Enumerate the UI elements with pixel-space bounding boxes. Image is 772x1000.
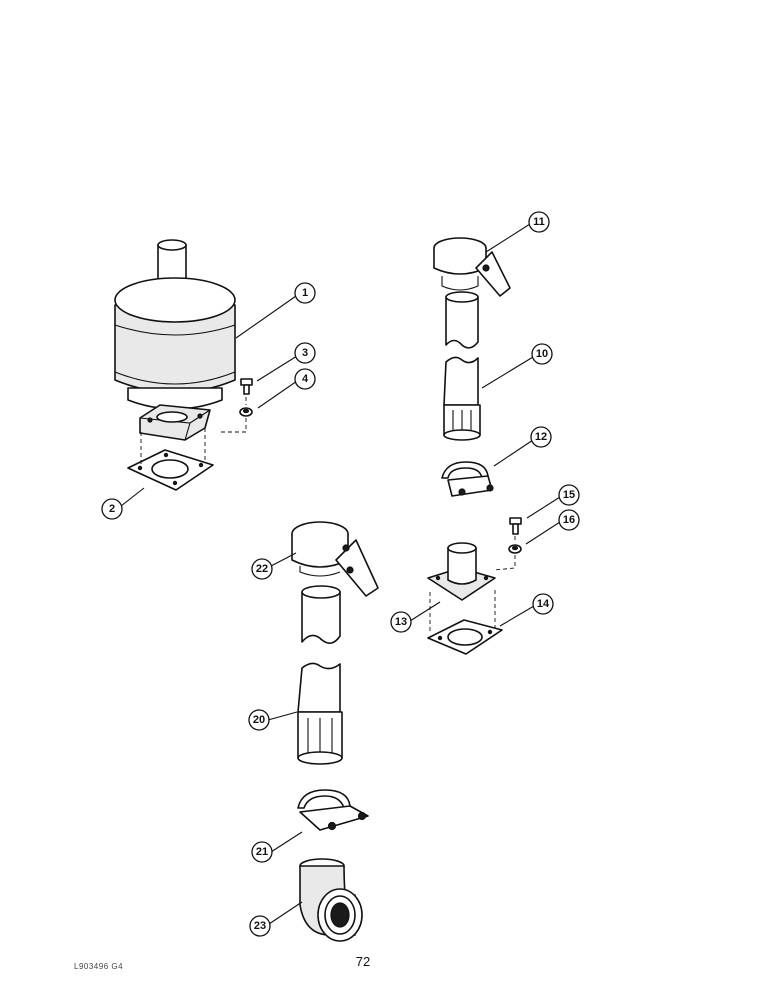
upper-tube-part-center	[301, 585, 341, 644]
muffler-bolt-part	[240, 378, 253, 395]
svg-text:21: 21	[256, 846, 268, 858]
flange-pipe-part	[427, 542, 496, 601]
clamp-part-right	[441, 461, 494, 497]
callout-3: 3	[294, 342, 316, 364]
svg-text:16: 16	[563, 514, 575, 526]
callout-1: 1	[294, 282, 316, 304]
callout-20: 20	[248, 709, 270, 731]
flange-gasket-part	[427, 619, 503, 655]
elbow-part	[299, 858, 363, 942]
svg-text:3: 3	[302, 347, 308, 359]
svg-text:11: 11	[533, 216, 545, 228]
figure-code: L903496 G4	[74, 962, 124, 971]
clamp-part-center	[297, 789, 369, 831]
tailpipe-part-right	[443, 356, 481, 441]
callout-10: 10	[531, 343, 553, 365]
tailpipe-part-center	[297, 662, 343, 765]
muffler-gasket-part	[127, 449, 214, 491]
svg-text:2: 2	[109, 503, 115, 515]
svg-text:4: 4	[302, 373, 309, 385]
svg-text:1: 1	[302, 287, 308, 299]
callout-16: 16	[558, 509, 580, 531]
leader-lines	[120, 223, 561, 925]
callout-4: 4	[294, 368, 316, 390]
flange-bolt-part	[509, 517, 522, 535]
muffler-part	[114, 239, 236, 441]
svg-text:20: 20	[253, 714, 265, 726]
callout-21: 21	[251, 841, 273, 863]
rain-cap-part-right	[433, 237, 511, 297]
svg-text:23: 23	[254, 920, 266, 932]
flange-nut-part	[508, 544, 522, 554]
svg-text:12: 12	[535, 431, 547, 443]
svg-text:14: 14	[537, 598, 550, 610]
callout-23: 23	[249, 915, 271, 937]
callout-2: 2	[101, 498, 123, 520]
page-number: 72	[355, 954, 371, 969]
callout-22: 22	[251, 558, 273, 580]
callout-13: 13	[390, 611, 412, 633]
callout-12: 12	[530, 426, 552, 448]
svg-text:13: 13	[395, 616, 407, 628]
callout-15: 15	[558, 484, 580, 506]
muffler-nut-part	[239, 407, 253, 417]
upper-tube-part-right	[445, 291, 479, 349]
svg-text:10: 10	[536, 348, 548, 360]
svg-text:22: 22	[256, 563, 268, 575]
rain-cap-part-center	[291, 521, 379, 597]
callout-11: 11	[528, 211, 550, 233]
callout-14: 14	[532, 593, 554, 615]
svg-text:15: 15	[563, 489, 575, 501]
